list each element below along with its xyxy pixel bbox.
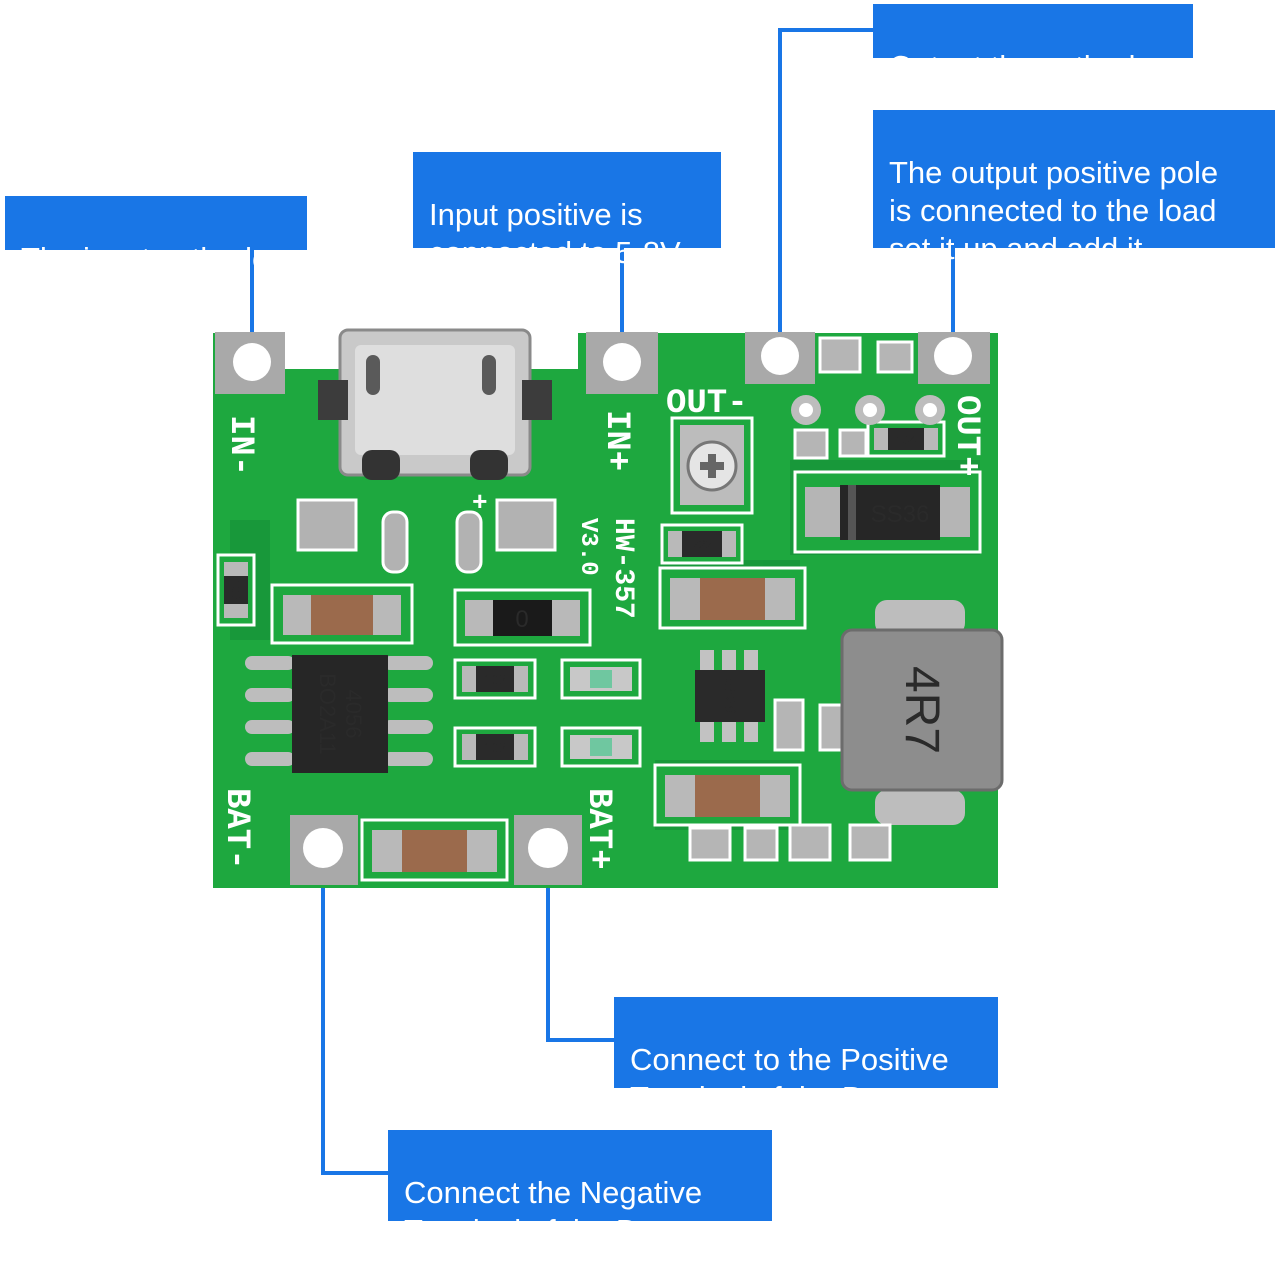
charger-chip: 4056BO2A11 bbox=[245, 655, 433, 773]
svg-text:103: 103 bbox=[229, 580, 243, 600]
resistor-103-b: 103 bbox=[453, 726, 537, 768]
pad-out-minus bbox=[745, 332, 815, 384]
svg-text:SS36: SS36 bbox=[871, 501, 930, 528]
callout-text: The input cathode bbox=[21, 241, 270, 276]
svg-text:103: 103 bbox=[484, 672, 506, 687]
svg-text:222: 222 bbox=[691, 537, 713, 552]
svg-text:0: 0 bbox=[515, 606, 528, 633]
resistor-104: 104 bbox=[866, 420, 946, 458]
callout-input-cathode: The input cathode bbox=[5, 196, 307, 276]
capacitor bbox=[653, 763, 802, 827]
power-pads bbox=[296, 498, 557, 574]
leader-battery-positive bbox=[546, 862, 615, 1042]
pad-out-plus bbox=[918, 332, 990, 384]
leds bbox=[560, 658, 642, 768]
leader-output-cathode bbox=[778, 28, 875, 352]
silk-out-minus: OUT- bbox=[666, 385, 748, 423]
resistors: 0 103 103 103 bbox=[216, 420, 946, 768]
callout-text: Connect to the Positive Terminal of the … bbox=[630, 1042, 949, 1115]
silk-version: V3.0 bbox=[574, 518, 601, 576]
svg-text:103: 103 bbox=[484, 740, 506, 755]
pad-in-minus bbox=[215, 332, 285, 394]
callout-text: The output positive pole is connected to… bbox=[889, 155, 1219, 266]
resistor-103-left: 103 bbox=[216, 553, 256, 627]
usb-connector bbox=[318, 328, 552, 480]
callout-battery-positive: Connect to the Positive Terminal of the … bbox=[614, 997, 998, 1115]
led bbox=[560, 658, 642, 700]
resistor-222: 222 bbox=[660, 523, 744, 565]
silk-bat-minus: BAT- bbox=[217, 788, 255, 870]
callout-text: Input positive is connected to 5-8V bbox=[429, 197, 681, 270]
callout-text: Output the cathode bbox=[889, 49, 1153, 84]
pad-in-plus bbox=[586, 332, 658, 394]
callout-output-cathode: Output the cathode bbox=[873, 4, 1193, 84]
terminal-pads bbox=[215, 332, 990, 885]
pcb-board: 4056BO2A11 0 103 bbox=[213, 328, 1004, 888]
bottom-pads bbox=[688, 823, 892, 862]
capacitor bbox=[658, 566, 807, 630]
resistor-103-a: 103 bbox=[453, 658, 537, 700]
svg-text:5628: 5628 bbox=[721, 678, 738, 714]
silkscreen-labels: IN- IN+ OUT- OUT+ BAT- BAT+ HW-357 V3.0 … bbox=[217, 385, 985, 870]
chip-marking: 4056BO2A11 bbox=[315, 673, 366, 755]
silk-in-plus: IN+ bbox=[597, 410, 635, 471]
callout-input-positive: Input positive is connected to 5-8V bbox=[413, 152, 721, 270]
boost-ic: 5628 bbox=[695, 650, 844, 752]
capacitors bbox=[270, 566, 807, 882]
capacitor bbox=[270, 583, 414, 645]
silk-plus-sign: + bbox=[472, 488, 488, 518]
capacitor bbox=[360, 818, 509, 882]
silk-model: HW-357 bbox=[607, 518, 638, 619]
silk-out-plus: OUT+ bbox=[947, 395, 985, 477]
pad-bat-plus bbox=[514, 815, 582, 885]
silk-in-minus: IN- bbox=[221, 415, 259, 476]
callout-battery-negative: Connect the Negative Terminal of the Bat… bbox=[388, 1130, 772, 1248]
svg-text:4R7: 4R7 bbox=[895, 666, 948, 754]
diagram-canvas: 4056BO2A11 0 103 bbox=[213, 28, 1004, 1175]
svg-text:104: 104 bbox=[896, 433, 916, 447]
callout-output-positive: The output positive pole is connected to… bbox=[873, 110, 1275, 266]
potentiometer bbox=[670, 416, 754, 515]
silk-bat-plus: BAT+ bbox=[579, 788, 617, 870]
inductor: 4R7 bbox=[840, 600, 1004, 825]
leader-lines bbox=[250, 28, 955, 1175]
schottky-diode: SS36 bbox=[793, 470, 982, 554]
callout-text: Connect the Negative Terminal of the Bat… bbox=[404, 1175, 715, 1248]
resistor-0: 0 bbox=[453, 588, 592, 647]
leader-battery-negative bbox=[321, 862, 390, 1175]
led bbox=[560, 726, 642, 768]
through-holes bbox=[791, 336, 945, 460]
pad-bat-minus bbox=[290, 815, 358, 885]
